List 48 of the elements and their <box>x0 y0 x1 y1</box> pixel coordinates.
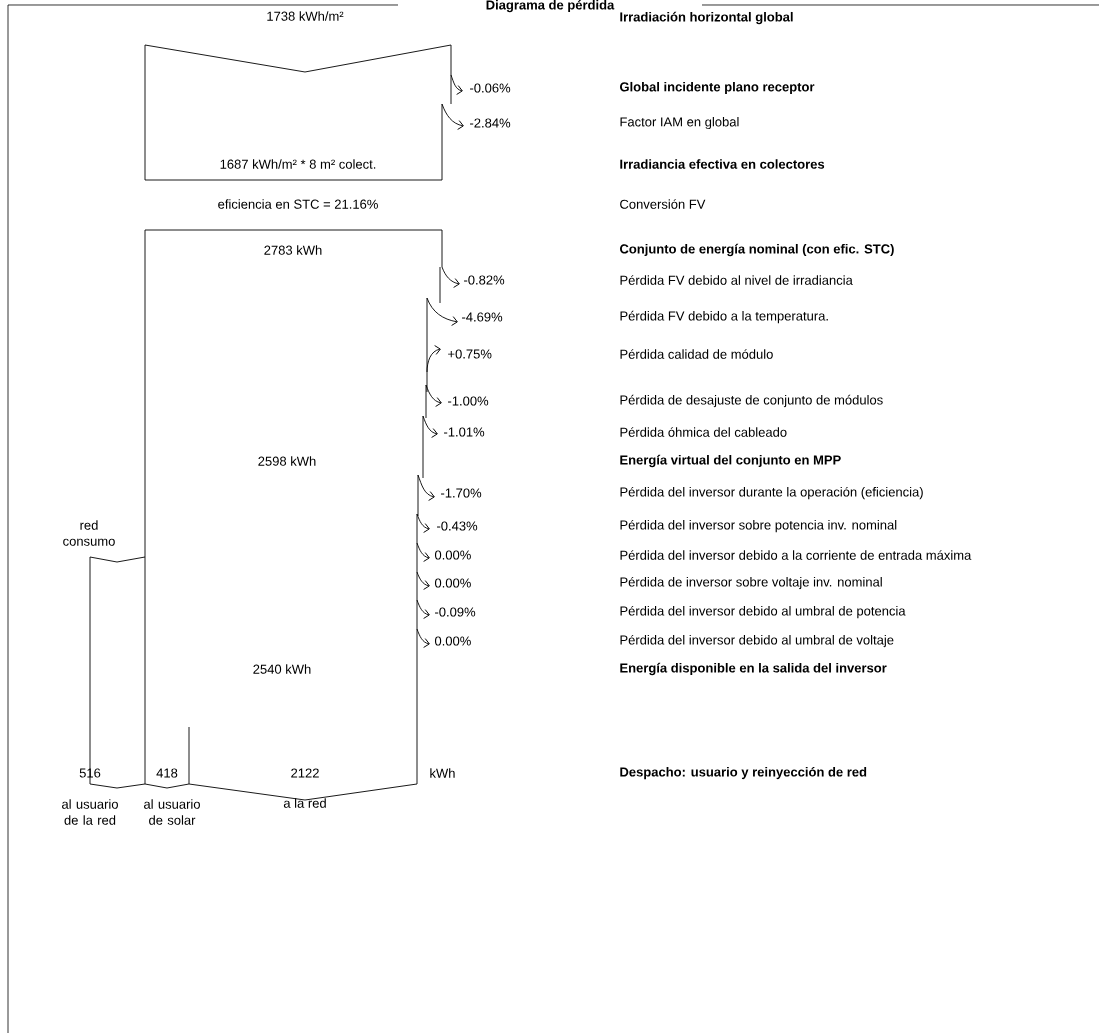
step-description: Pérdida del inversor sobre potencia inv. nominal <box>620 519 897 533</box>
step-description: Global incidente plano receptor <box>620 81 815 95</box>
loss-label: -2.84% <box>470 118 511 128</box>
value-label: a la red <box>283 798 326 808</box>
loss-label: kWh <box>430 768 455 778</box>
step-description: Irradiación horizontal global <box>620 11 793 25</box>
step-description: Pérdida del inversor debido a la corriente de entrada máxima <box>620 550 972 560</box>
step-description: Energía disponible en la salida del inversor <box>620 662 887 676</box>
value-label: 2783 kWh <box>264 245 322 255</box>
loss-label: 0.00% <box>434 636 471 646</box>
step-description: Despacho: usuario y reinyección de red <box>620 766 867 780</box>
step-description: Pérdida de inversor sobre voltaje inv. nominal <box>620 576 882 590</box>
value-label: 2598 kWh <box>258 456 316 466</box>
loss-label: -1.01% <box>444 427 485 437</box>
step-description: Energía virtual del conjunto en MPP <box>620 454 841 468</box>
loss-label: -0.82% <box>464 275 505 285</box>
step-description: Pérdida FV debido al nivel de irradiancia <box>620 275 853 285</box>
value-label: eficiencia en STC = 21.16% <box>218 199 378 209</box>
step-description: Factor IAM en global <box>620 116 739 130</box>
value-label: 1687 kWh/m² * 8 m² colect. <box>220 159 376 169</box>
loss-label: -4.69% <box>462 312 503 322</box>
step-description: Irradiancia efectiva en colectores <box>620 159 825 169</box>
step-description: Pérdida del inversor debido al umbral de voltaje <box>620 634 894 648</box>
value-label: 2540 kWh <box>253 664 311 674</box>
value-label: red consumo <box>63 520 115 546</box>
value-label: 516 <box>79 768 101 778</box>
step-description: Pérdida FV debido a la temperatura. <box>620 310 828 324</box>
loss-label: -0.06% <box>470 83 511 93</box>
step-description: Pérdida del inversor durante la operación (eficiencia) <box>620 486 923 500</box>
value-label: 1738 kWh/m² <box>267 11 344 21</box>
step-description: Pérdida del inversor debido al umbral de potencia <box>620 605 906 619</box>
value-label: al usuario de solar <box>144 799 200 825</box>
step-description: Conjunto de energía nominal (con efic. STC) <box>620 243 894 257</box>
loss-label: 0.00% <box>434 550 471 560</box>
step-description: Pérdida calidad de módulo <box>620 349 773 359</box>
step-description: Pérdida de desajuste de conjunto de módulos <box>620 394 883 408</box>
loss-label: -0.09% <box>435 607 476 617</box>
loss-label: +0.75% <box>448 349 492 359</box>
loss-label: -1.70% <box>441 488 482 498</box>
value-label: 418 <box>156 768 178 778</box>
step-description: Pérdida óhmica del cableado <box>620 427 787 437</box>
value-label: 2122 <box>291 768 319 778</box>
loss-label: -1.00% <box>448 396 489 406</box>
step-description: Conversión FV <box>620 199 706 209</box>
value-label: al usuario de la red <box>62 799 118 825</box>
loss-label: -0.43% <box>437 521 478 531</box>
loss-label: 0.00% <box>434 578 471 588</box>
title: Diagrama de pérdida <box>486 0 615 13</box>
